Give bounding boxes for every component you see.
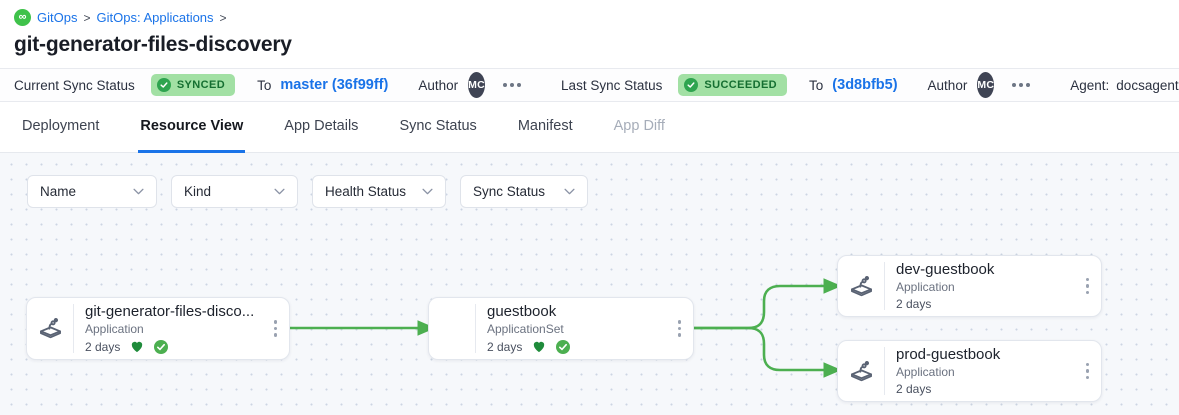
node-divider	[884, 262, 885, 310]
tab-bar: Deployment Resource View App Details Syn…	[0, 102, 1179, 153]
last-sync-author-label: Author	[927, 77, 968, 93]
chevron-down-icon	[133, 188, 144, 195]
filter-label: Sync Status	[473, 184, 546, 199]
status-bar: Current Sync Status SYNCED To master (36…	[0, 68, 1179, 102]
last-sync-badge-text: SUCCEEDED	[704, 79, 778, 91]
node-kind: Application	[896, 280, 955, 294]
page-title: git-generator-files-discovery	[14, 33, 292, 56]
node-title: git-generator-files-disco...	[85, 303, 255, 320]
node-menu-button[interactable]	[1080, 272, 1102, 301]
last-sync-to-label: To	[809, 77, 824, 93]
breadcrumb-link-applications[interactable]: GitOps: Applications	[96, 10, 214, 25]
node-divider	[73, 304, 74, 353]
graph-node-prod-guestbook[interactable]: prod-guestbook Application 2 days	[837, 340, 1102, 402]
node-body: prod-guestbook Application 2 days	[885, 339, 1080, 403]
node-kind: Application	[85, 322, 144, 336]
tab-manifest[interactable]: Manifest	[517, 118, 573, 134]
filter-label: Name	[40, 184, 77, 199]
graph-node-git-generator-files-discovery[interactable]: git-generator-files-disco... Application…	[26, 297, 290, 360]
node-body: git-generator-files-disco... Application…	[74, 296, 268, 361]
agent-value: docsagent	[1116, 77, 1179, 93]
health-heart-icon	[531, 339, 547, 354]
check-circle-icon	[684, 78, 699, 92]
breadcrumb-separator: >	[219, 10, 227, 25]
node-age: 2 days	[896, 382, 932, 396]
breadcrumb: ∞ GitOps > GitOps: Applications >	[14, 9, 1165, 26]
node-kind: ApplicationSet	[487, 322, 564, 336]
filter-label: Health Status	[325, 184, 407, 199]
tab-app-diff: App Diff	[613, 118, 665, 134]
tab-resource-view[interactable]: Resource View	[138, 102, 246, 153]
current-sync-to-label: To	[257, 77, 272, 93]
current-sync-status-badge: SYNCED	[150, 74, 236, 96]
node-title: prod-guestbook	[896, 346, 1001, 363]
node-body: guestbook ApplicationSet 2 days	[476, 296, 672, 361]
breadcrumb-separator: >	[83, 10, 91, 25]
current-sync-badge-text: SYNCED	[176, 79, 226, 91]
current-sync-status-label: Current Sync Status	[14, 77, 135, 93]
synced-check-icon	[154, 339, 169, 354]
page-header: ∞ GitOps > GitOps: Applications > git-ge…	[0, 0, 1179, 68]
last-sync-more-button[interactable]	[1008, 79, 1034, 91]
filter-kind-dropdown[interactable]: Kind	[171, 175, 298, 208]
breadcrumb-link-gitops[interactable]: GitOps	[37, 10, 78, 25]
application-resource-icon	[27, 315, 73, 342]
filter-health-status-dropdown[interactable]: Health Status	[312, 175, 446, 208]
tab-deployment[interactable]: Deployment	[22, 118, 100, 134]
agent-info: Agent: docsagent	[1070, 78, 1178, 93]
chevron-down-icon	[422, 188, 433, 195]
agent-label: Agent:	[1070, 77, 1110, 93]
node-kind: Application	[896, 365, 955, 379]
current-sync-author-label: Author	[418, 77, 459, 93]
node-menu-button[interactable]	[1080, 357, 1102, 386]
current-sync-revision-link[interactable]: master (36f99ff)	[280, 77, 389, 93]
node-age: 2 days	[487, 339, 523, 354]
node-menu-button[interactable]	[672, 314, 694, 343]
node-divider	[884, 347, 885, 395]
node-title: dev-guestbook	[896, 261, 995, 278]
check-circle-icon	[156, 78, 171, 92]
application-resource-icon	[838, 358, 884, 385]
node-title: guestbook	[487, 303, 557, 320]
node-age: 2 days	[85, 339, 121, 354]
last-sync-status-badge: SUCCEEDED	[678, 74, 788, 96]
graph-node-dev-guestbook[interactable]: dev-guestbook Application 2 days	[837, 255, 1102, 317]
node-divider	[475, 304, 476, 353]
graph-node-guestbook[interactable]: guestbook ApplicationSet 2 days	[428, 297, 694, 360]
tab-sync-status[interactable]: Sync Status	[399, 118, 477, 134]
synced-check-icon	[556, 339, 571, 354]
last-sync-revision-link[interactable]: (3d8bfb5)	[832, 77, 898, 93]
node-age: 2 days	[896, 297, 932, 311]
node-body: dev-guestbook Application 2 days	[885, 254, 1080, 318]
health-heart-icon	[129, 339, 145, 354]
current-sync-author-avatar: MC	[468, 72, 486, 98]
filter-bar: Name Kind Health Status Sync Status	[27, 175, 588, 208]
filter-sync-status-dropdown[interactable]: Sync Status	[460, 175, 588, 208]
resource-graph-canvas: Name Kind Health Status Sync Status	[0, 153, 1179, 415]
chevron-down-icon	[274, 188, 285, 195]
filter-label: Kind	[184, 184, 212, 199]
last-sync-author-avatar: MC	[977, 72, 995, 98]
last-sync-status-label: Last Sync Status	[561, 77, 663, 93]
gitops-logo-icon: ∞	[14, 9, 31, 26]
node-menu-button[interactable]	[268, 314, 290, 343]
current-sync-more-button[interactable]	[499, 79, 525, 91]
tab-app-details[interactable]: App Details	[284, 118, 359, 134]
chevron-down-icon	[564, 188, 575, 195]
application-resource-icon	[838, 273, 884, 300]
filter-name-dropdown[interactable]: Name	[27, 175, 157, 208]
